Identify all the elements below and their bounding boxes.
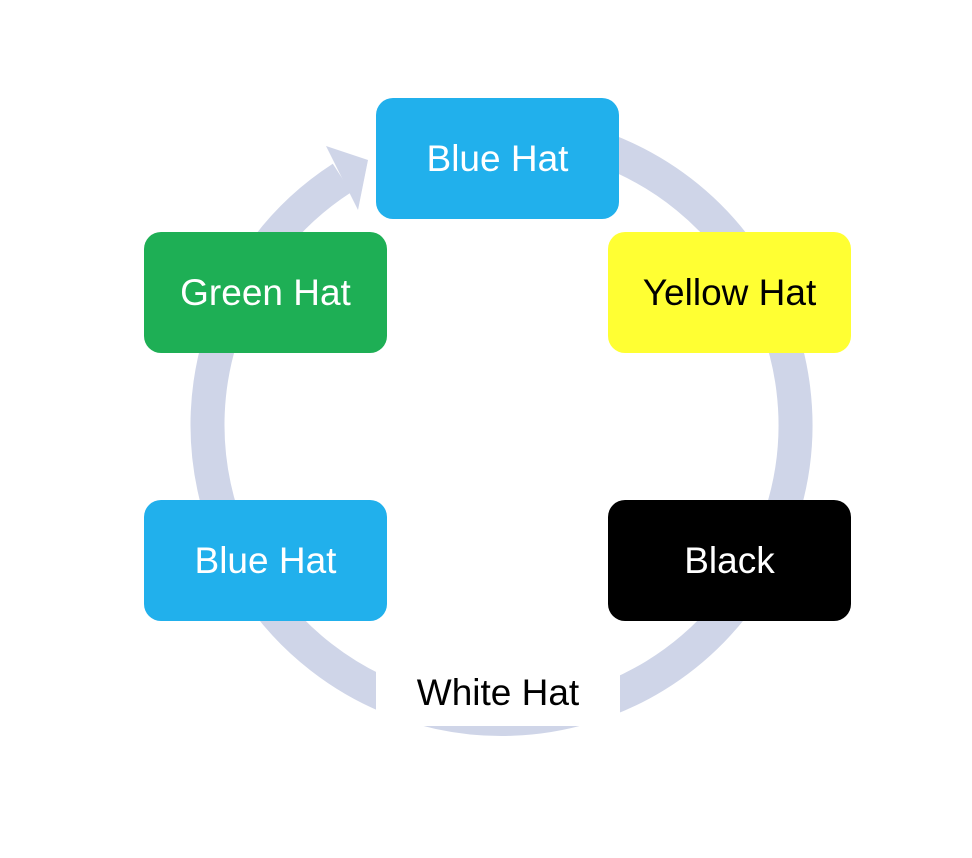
node-label: White Hat (416, 672, 580, 713)
node-label: Yellow Hat (642, 271, 817, 313)
node-black-hat: Black (608, 500, 851, 621)
cycle-ring (190, 113, 813, 736)
arrowhead-icon (326, 146, 368, 210)
node-label: Black (684, 539, 775, 581)
node-blue-hat-bottom: Blue Hat (144, 500, 387, 621)
node-label: Blue Hat (426, 137, 569, 179)
node-green-hat: Green Hat (144, 232, 387, 353)
node-label: Blue Hat (194, 539, 337, 581)
node-label: Green Hat (180, 271, 351, 313)
node-blue-hat-top: Blue Hat (376, 98, 619, 219)
node-white-hat: White Hat (376, 660, 620, 726)
node-yellow-hat: Yellow Hat (608, 232, 851, 353)
